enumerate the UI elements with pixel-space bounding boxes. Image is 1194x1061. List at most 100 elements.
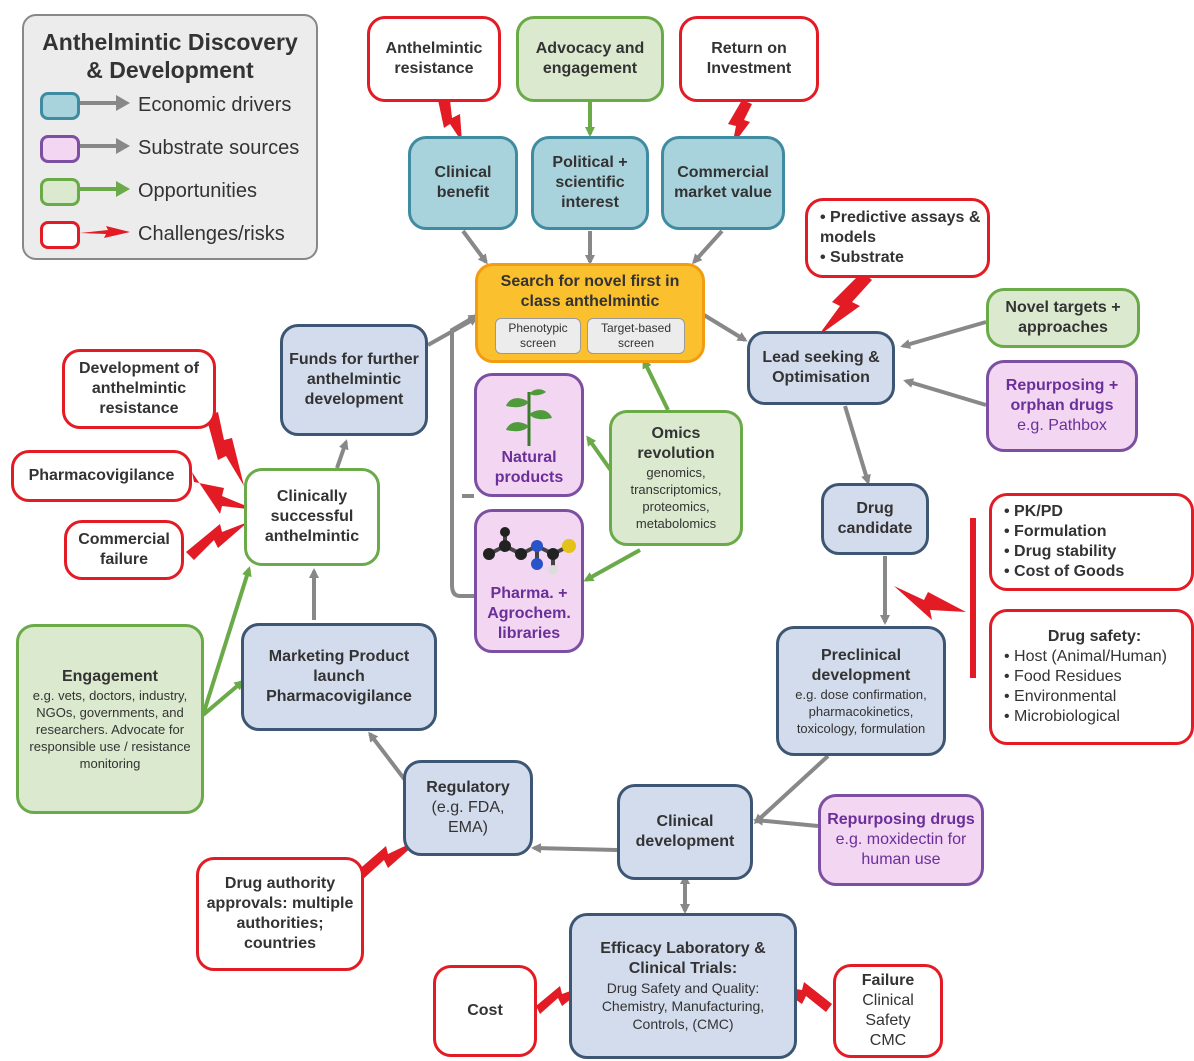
bolt-roi [728, 100, 752, 146]
node-label: Natural products [494, 449, 564, 486]
node-label: Lead seeking & Optimisation [762, 349, 880, 386]
node-novel-targets: Novel targets + approaches [986, 288, 1140, 348]
tag-phenotypic: Phenotypic screen [495, 318, 581, 354]
edge-clinical-regulatory [531, 843, 618, 854]
legend-item-substrate: Substrate sources [32, 127, 308, 170]
legend-label: Challenges/risks [138, 223, 285, 245]
node-label: Regulatory [426, 779, 510, 796]
node-drug-safety: Drug safety: • Host (Animal/Human) • Foo… [989, 609, 1194, 745]
node-label: Advocacy and engagement [535, 40, 645, 77]
node-label: Commercial failure [78, 531, 170, 568]
node-label: Omics revolution [637, 425, 715, 462]
bracket-red [970, 518, 976, 678]
node-example: e.g. Pathbox [1017, 417, 1107, 434]
node-label: Engagement [61, 667, 158, 685]
tag-target: Target-based screen [587, 318, 685, 354]
node-detail: e.g. vets, doctors, industry, NGOs, gove… [29, 687, 191, 771]
bolt-drugdev [894, 586, 966, 620]
node-label: Commercial market value [674, 164, 772, 201]
node-dev-resistance: Development of anthelmintic resistance [62, 349, 216, 429]
list-item: • Formulation [1004, 523, 1107, 540]
list-item: • PK/PD [1004, 503, 1063, 520]
node-omics: Omics revolution genomics, transcriptomi… [609, 410, 743, 546]
node-detail: genomics, transcriptomics, proteomics, m… [630, 465, 722, 531]
swatch-opportunities [40, 177, 80, 206]
node-clinical-benefit: Clinical benefit [408, 136, 518, 230]
edge-preclinical-clinical [753, 754, 830, 825]
node-item: CMC [869, 1032, 907, 1049]
legend-item-challenges: Challenges/risks [32, 213, 308, 256]
node-advocacy: Advocacy and engagement [516, 16, 664, 102]
node-cost: Cost [433, 965, 537, 1057]
node-anthelmintic-resistance: Anthelmintic resistance [367, 16, 501, 102]
node-funds: Funds for further anthelmintic developme… [280, 324, 428, 436]
list-item: • Substrate [820, 249, 904, 266]
edge-repurposing-clinical [753, 815, 819, 828]
node-label: Clinically successful anthelmintic [264, 488, 360, 545]
node-label: Cost [467, 1002, 503, 1019]
node-label: Drug candidate [837, 500, 913, 537]
legend-label: Economic drivers [138, 94, 292, 116]
node-engagement: Engagement e.g. vets, doctors, industry,… [16, 624, 204, 814]
node-label: Funds for further anthelmintic developme… [289, 351, 419, 408]
edge-omics-pharma [583, 548, 641, 582]
node-failure: Failure Clinical Safety CMC [833, 964, 943, 1058]
swatch-economic [40, 91, 80, 120]
green-arrow-icon [80, 181, 130, 197]
node-item: Clinical [862, 992, 914, 1009]
node-label: Novel targets + approaches [1005, 299, 1121, 336]
edge-omics-natural [586, 435, 614, 474]
node-label: Failure [861, 972, 915, 989]
bolt-resistance [438, 100, 462, 142]
node-label: Clinical development [635, 813, 735, 850]
search-subtags: Phenotypic screen Target-based screen [492, 318, 688, 354]
edge-regulatory-marketing [368, 731, 407, 782]
edge-lead-candidate [843, 405, 871, 485]
edge-novel-lead [900, 320, 987, 349]
list-item: • Drug stability [1004, 543, 1117, 560]
gray-arrow-icon [80, 95, 130, 111]
molecule-icon [483, 527, 576, 575]
swatch-substrate [40, 134, 80, 163]
legend-label: Opportunities [138, 180, 257, 202]
lightning-icon [80, 226, 130, 238]
node-efficacy: Efficacy Laboratory & Clinical Trials: D… [569, 913, 797, 1059]
legend-label: Substrate sources [138, 137, 300, 159]
node-search: Search for novel first in class anthelmi… [475, 263, 705, 363]
node-political: Political + scientific interest [531, 136, 649, 230]
node-label: Clinical benefit [434, 164, 492, 201]
plant-icon [506, 389, 552, 446]
node-example: e.g. moxidectin for human use [835, 831, 967, 868]
node-label: Political + scientific interest [552, 154, 628, 211]
node-preclinical: Preclinical development e.g. dose confir… [776, 626, 946, 756]
node-pharma-libraries: Pharma. + Agrochem. libraries [474, 509, 584, 653]
legend-item-opportunities: Opportunities [32, 170, 308, 213]
edge-engagement-successful [201, 566, 252, 716]
list-item: • Cost of Goods [1004, 563, 1125, 580]
node-label: Development of anthelmintic resistance [78, 360, 199, 417]
node-natural-products: Natural products [474, 373, 584, 497]
legend-item-economic: Economic drivers [32, 84, 308, 127]
node-label: Repurposing drugs [827, 811, 975, 828]
node-regulatory: Regulatory (e.g. FDA, EMA) [403, 760, 533, 856]
bolt-predictive [818, 272, 872, 336]
node-detail: (e.g. FDA, EMA) [431, 799, 505, 836]
bolt-pharmacovigilance [192, 472, 256, 514]
node-predictive: • Predictive assays & models • Substrate [805, 198, 990, 278]
node-label: Pharmacovigilance [28, 467, 175, 484]
node-label: Return on Investment [706, 40, 792, 77]
gray-arrow-icon [80, 138, 130, 154]
node-label: Drug authority approvals: multiple autho… [206, 875, 354, 952]
edge-repurposing-lead [903, 378, 987, 407]
node-item: Safety [865, 1012, 911, 1029]
legend-title: Anthelmintic Discovery & Development [42, 29, 298, 83]
bolt-dev-resistance [206, 412, 244, 486]
node-marketing: Marketing Product launch Pharmacovigilan… [241, 623, 437, 731]
node-repurposing-drugs: Repurposing drugs e.g. moxidectin for hu… [818, 794, 984, 886]
node-roi: Return on Investment [679, 16, 819, 102]
node-label: Marketing Product launch Pharmacovigilan… [266, 648, 412, 705]
edge-clinical-benefit-search [461, 229, 488, 265]
list-item: • Microbiological [1004, 708, 1120, 725]
list-item: • Host (Animal/Human) [1004, 648, 1167, 665]
node-label: Anthelmintic resistance [385, 40, 483, 77]
